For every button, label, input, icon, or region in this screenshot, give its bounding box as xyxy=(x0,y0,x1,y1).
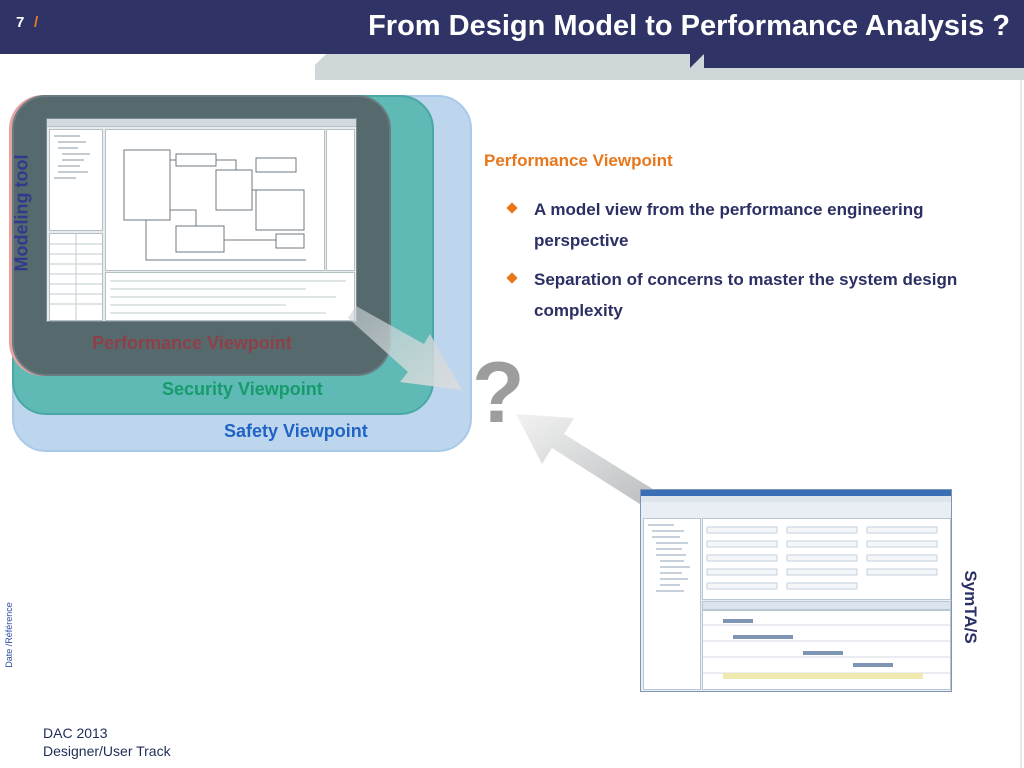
tree-lines-icon xyxy=(54,135,90,179)
symtas-tabs xyxy=(702,601,951,610)
symtas-screenshot xyxy=(640,489,952,692)
bullet-list: A model view from the performance engine… xyxy=(506,194,998,334)
symtas-form-fields-icon xyxy=(706,526,938,590)
bullet-item: A model view from the performance engine… xyxy=(506,194,998,256)
bullet-text: Separation of concerns to master the sys… xyxy=(534,270,958,320)
header-stripe-corner-right xyxy=(690,54,704,68)
arrow-from-symtas-icon xyxy=(516,414,664,508)
footer-track: Designer/User Track xyxy=(43,743,171,759)
symtas-tree xyxy=(643,518,701,690)
security-viewpoint-label: Security Viewpoint xyxy=(162,379,323,399)
diamond-bullet-icon xyxy=(506,272,518,284)
modeling-tool-outline xyxy=(326,129,355,271)
modeling-tool-diagram-canvas xyxy=(105,129,325,271)
symtas-properties-form xyxy=(702,518,951,600)
symtas-tree-lines-icon xyxy=(648,524,690,592)
header-stripe-corner xyxy=(300,54,326,80)
slide-title: From Design Model to Performance Analysi… xyxy=(368,10,1010,42)
performance-viewpoint-label: Performance Viewpoint xyxy=(92,333,292,353)
symtas-label: SymTA/S xyxy=(961,570,980,644)
bullet-item: Separation of concerns to master the sys… xyxy=(506,264,998,326)
modeling-tool-console xyxy=(105,272,355,321)
table-grid-icon xyxy=(50,234,102,320)
bullet-text: A model view from the performance engine… xyxy=(534,200,924,250)
footer: DAC 2013 Designer/User Track xyxy=(43,724,171,760)
footer-event: DAC 2013 xyxy=(43,725,108,741)
symtas-gantt-chart xyxy=(702,610,951,690)
slide-number-separator: / xyxy=(34,14,39,31)
symtas-titlebar xyxy=(641,490,951,496)
question-mark: ? xyxy=(472,345,525,441)
header-stripe-dark xyxy=(690,54,1024,68)
modeling-tool-tree xyxy=(49,129,103,231)
arrow-to-question-icon xyxy=(348,306,462,390)
right-divider xyxy=(1020,80,1022,768)
slide-number: 7 xyxy=(16,14,25,31)
diamond-bullet-icon xyxy=(506,202,518,214)
modeling-tool-screenshot xyxy=(46,118,357,322)
symtas-gantt-icon xyxy=(703,619,950,679)
symtas-menubar xyxy=(641,496,951,502)
modeling-tool-menubar xyxy=(47,119,356,127)
modeling-tool-property-table xyxy=(49,233,103,321)
safety-viewpoint-label: Safety Viewpoint xyxy=(224,421,368,441)
console-lines-icon xyxy=(110,280,346,314)
slide-header: 7 / From Design Model to Performance Ana… xyxy=(0,0,1024,54)
block-diagram-icon xyxy=(123,149,306,261)
performance-viewpoint-heading: Performance Viewpoint xyxy=(484,151,673,170)
date-reference: Date /Référence xyxy=(4,602,14,668)
